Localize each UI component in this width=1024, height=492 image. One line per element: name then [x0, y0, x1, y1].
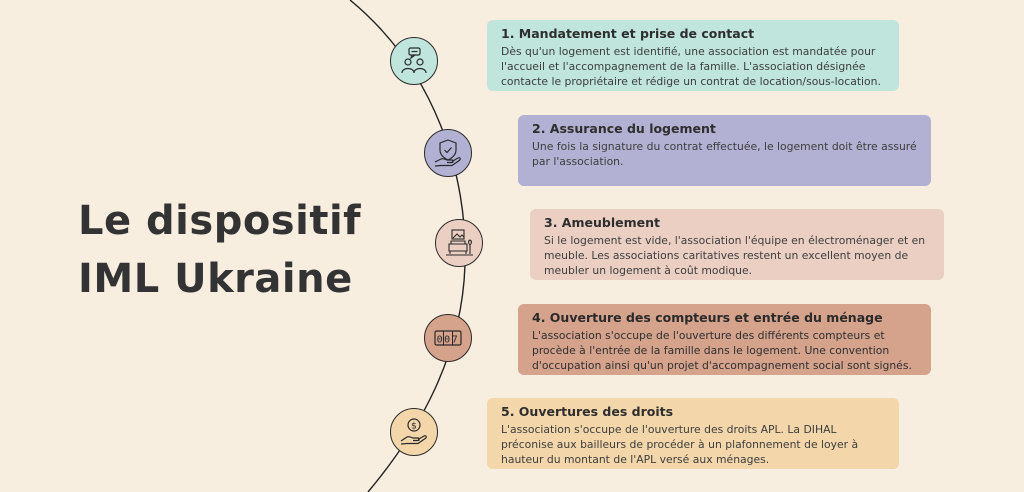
shield-hand-icon — [434, 139, 461, 167]
step-2-title: 2. Assurance du logement — [532, 121, 716, 136]
step-1-title: 1. Mandatement et prise de contact — [501, 26, 755, 41]
step-1-circle — [390, 37, 438, 85]
counter-digits: 007 — [437, 335, 460, 346]
dollar-hand-icon: $ — [400, 418, 427, 445]
step-1-text: Dès qu'un logement est identifié, une as… — [501, 45, 881, 88]
meter-counter-icon: 007 — [434, 330, 462, 346]
step-2-card: 2. Assurance du logement Une fois la sig… — [518, 115, 931, 186]
step-5-title: 5. Ouvertures des droits — [501, 404, 674, 419]
two-people-chat-icon — [401, 47, 427, 74]
step-4-circle: 007 — [424, 314, 472, 362]
step-4-text: L'association s'occupe de l'ouverture de… — [532, 329, 912, 372]
step-2-circle — [424, 129, 472, 177]
step-5-card: 5. Ouvertures des droits L'association s… — [487, 398, 899, 469]
step-4-card: 4. Ouverture des compteurs et entrée du … — [518, 304, 931, 375]
svg-text:$: $ — [411, 422, 417, 432]
step-4-title: 4. Ouverture des compteurs et entrée du … — [532, 310, 883, 325]
step-1-card: 1. Mandatement et prise de contact Dès q… — [487, 20, 899, 91]
step-5-text: L'association s'occupe de l'ouverture de… — [501, 423, 859, 466]
step-5-circle: $ — [390, 408, 438, 456]
furniture-icon — [446, 229, 473, 256]
step-2-text: Une fois la signature du contrat effectu… — [532, 140, 917, 168]
step-3-card: 3. Ameublement Si le logement est vide, … — [530, 209, 944, 280]
step-3-text: Si le logement est vide, l'association l… — [544, 234, 926, 277]
step-3-title: 3. Ameublement — [544, 215, 660, 230]
page-title-line1: Le dispositif — [78, 198, 362, 244]
step-3-circle — [435, 219, 483, 267]
page-title: Le dispositif IML Ukraine — [78, 192, 378, 308]
page-title-line2: IML Ukraine — [78, 256, 353, 302]
